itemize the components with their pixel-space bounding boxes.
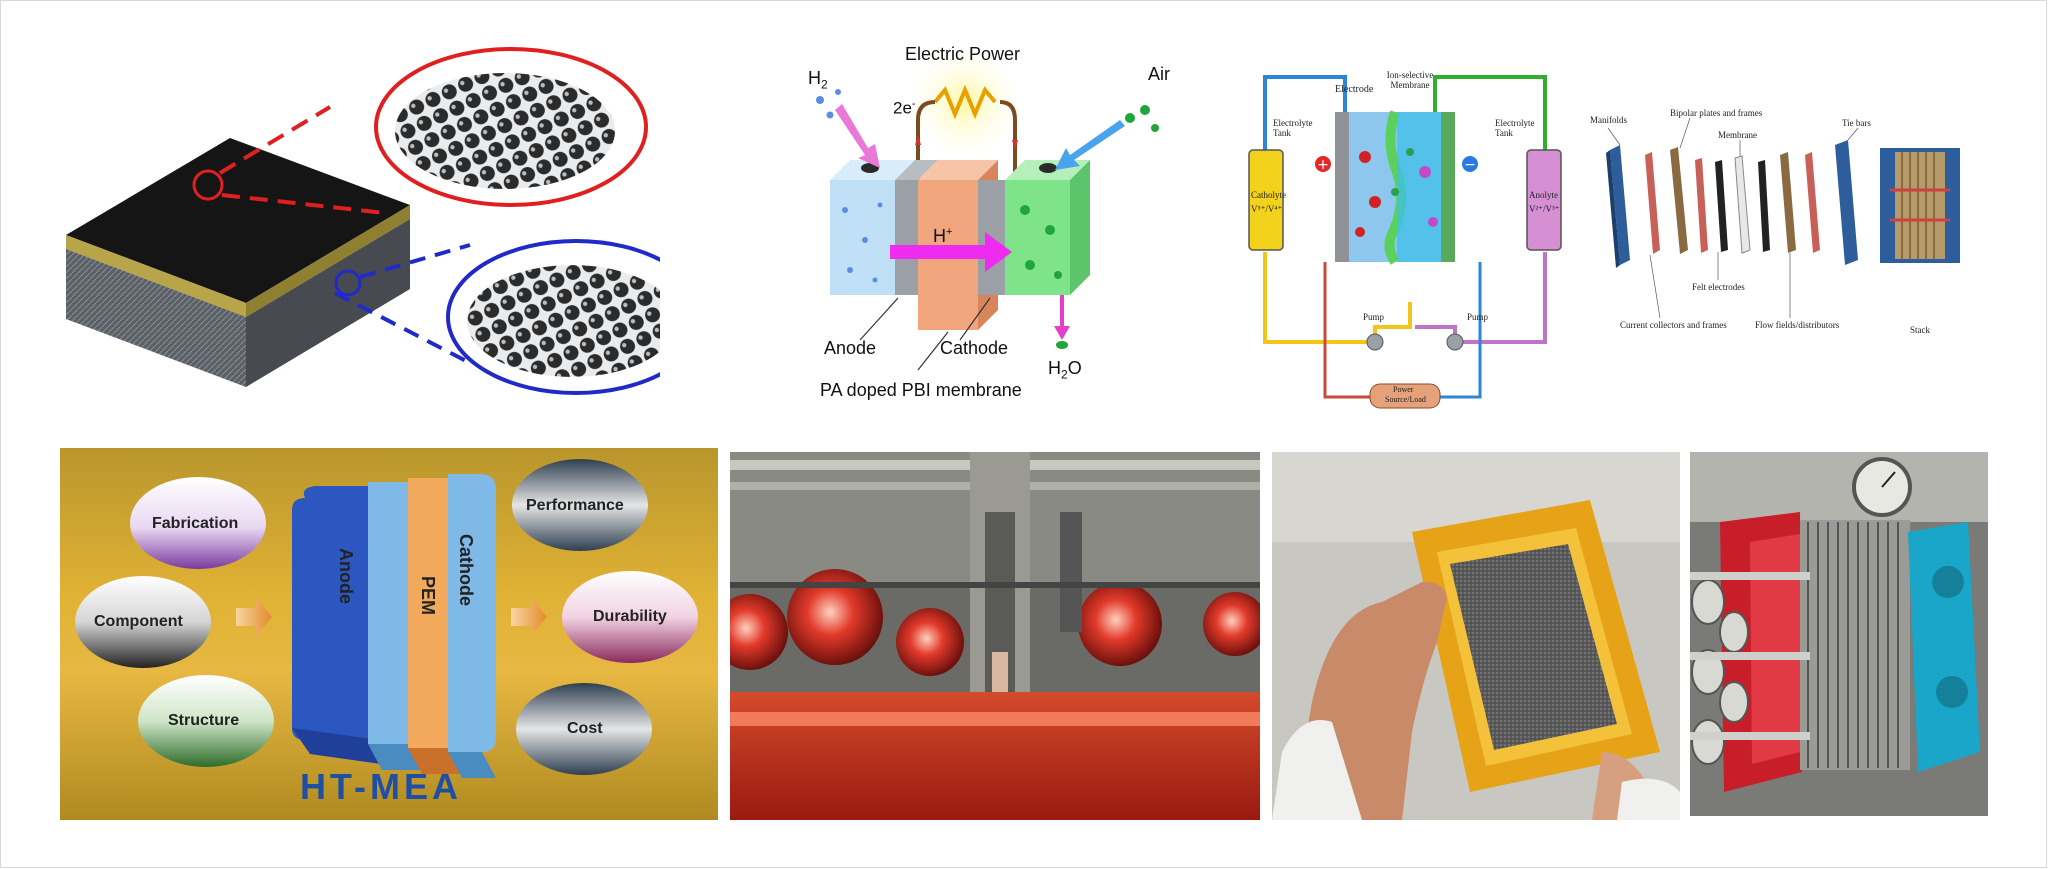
structure-label: Structure <box>168 712 240 729</box>
ht-mea-concept-panel: Fabrication Component Structure Performa… <box>60 448 718 820</box>
catholyte-ions-label: V⁵⁺/V⁴⁺ <box>1251 204 1283 214</box>
pem-layer-label: PEM <box>418 576 438 616</box>
stack-end-plate-cyan <box>1908 522 1980 772</box>
ion-membrane-label: Ion-selective Membrane <box>1386 70 1434 90</box>
bipolar-label: Bipolar plates and frames <box>1670 108 1763 118</box>
stack-plate-right <box>1835 140 1858 265</box>
anode-layer-label: Anode <box>336 548 356 604</box>
mea-sample-photo <box>1272 452 1680 820</box>
flow-battery-drawing: + − <box>1248 75 1562 409</box>
stack-label: Stack <box>1910 325 1930 335</box>
collectors-label: Current collectors and frames <box>1620 320 1727 330</box>
stack-cell-plates <box>1800 520 1910 770</box>
electrode-block <box>66 138 410 387</box>
electrode-microstructure-illustration <box>66 47 660 395</box>
electrons-base: 2e <box>893 98 912 118</box>
pump-left-label: Pump <box>1363 312 1385 322</box>
input-arrow <box>236 598 272 636</box>
tie-bars-label: Tie bars <box>1842 118 1871 128</box>
assembled-stack <box>1880 148 1960 263</box>
stack-plate-left <box>1606 145 1630 268</box>
proton-sup: + <box>946 226 953 238</box>
power-label-2: Source/Load <box>1385 395 1426 404</box>
tank-left-label: Electrolyte Tank <box>1273 118 1313 138</box>
component-label: Component <box>94 613 183 630</box>
ht-mea-drawing <box>75 459 698 778</box>
felt-label: Felt electrodes <box>1692 282 1745 292</box>
proton-label: H+ <box>933 226 952 247</box>
cost-label: Cost <box>567 720 603 737</box>
svg-text:+: + <box>1317 157 1329 173</box>
membrane-label: PA doped PBI membrane <box>820 380 1022 400</box>
fabrication-label: Fabrication <box>152 515 239 532</box>
water-h: H <box>1048 358 1061 378</box>
fabrication-ellipse <box>130 477 266 569</box>
catholyte-label: Catholyte <box>1251 190 1286 200</box>
water-sub: 2 <box>1061 367 1068 382</box>
durability-ellipse <box>562 571 698 663</box>
flow-fields-label: Flow fields/distributors <box>1755 320 1840 330</box>
structure-ellipse <box>138 675 274 767</box>
hydrogen-sub: 2 <box>821 77 828 92</box>
fuel-cell-drawing <box>816 40 1159 371</box>
flow-battery-schematic: + − Electrode Ion-selective Membrane Ele… <box>1235 62 1575 422</box>
performance-ellipse <box>512 459 648 551</box>
cathode-label: Cathode <box>940 338 1009 358</box>
svg-text:−: − <box>1464 157 1476 173</box>
proton-base: H <box>933 226 946 246</box>
anolyte-ions-label: V²⁺/V³⁺ <box>1529 204 1560 214</box>
ht-mea-title: HT-MEA <box>300 766 462 807</box>
hydrogen-base: H <box>808 68 821 88</box>
anolyte-label: Anolyte <box>1529 190 1558 200</box>
electrode-label: Electrode <box>1335 84 1374 95</box>
electrons-label: 2e- <box>893 98 916 119</box>
output-arrow <box>511 598 547 636</box>
anode-label: Anode <box>824 338 877 358</box>
power-label: Power <box>1393 385 1414 394</box>
cathode-layer-label: Cathode <box>456 534 476 606</box>
electric-power-label: Electric Power <box>905 44 1021 64</box>
air-label: Air <box>1148 64 1170 84</box>
tank-right-label: Electrolyte Tank <box>1495 118 1535 138</box>
pump-right-label: Pump <box>1467 312 1489 322</box>
zoom-ellipse-top <box>374 47 648 207</box>
water-o: O <box>1067 358 1082 378</box>
mea-layers <box>292 474 496 778</box>
hydrogen-label: H2 <box>808 68 828 92</box>
spray-coating-machine-photo <box>730 452 1260 820</box>
performance-label: Performance <box>526 497 624 514</box>
component-ellipse <box>75 576 211 668</box>
electrons-sup: - <box>911 98 916 110</box>
membrane-label: Membrane <box>1718 130 1757 140</box>
manifolds-label: Manifolds <box>1590 115 1627 125</box>
zoom-ellipse-bottom <box>446 239 660 395</box>
flow-stack-exploded-view: Manifolds Bipolar plates and frames Memb… <box>1590 100 1990 350</box>
durability-label: Durability <box>593 608 667 625</box>
water-label: H2O <box>1048 358 1082 382</box>
assembled-stack-photo <box>1690 452 1988 816</box>
stack-exploded-drawing <box>1606 117 1960 319</box>
cost-ellipse <box>516 683 652 775</box>
mea-sample <box>1412 500 1660 792</box>
fuel-cell-schematic: Electric Power H2 Air 2e- H+ Anode Catho… <box>800 40 1220 410</box>
